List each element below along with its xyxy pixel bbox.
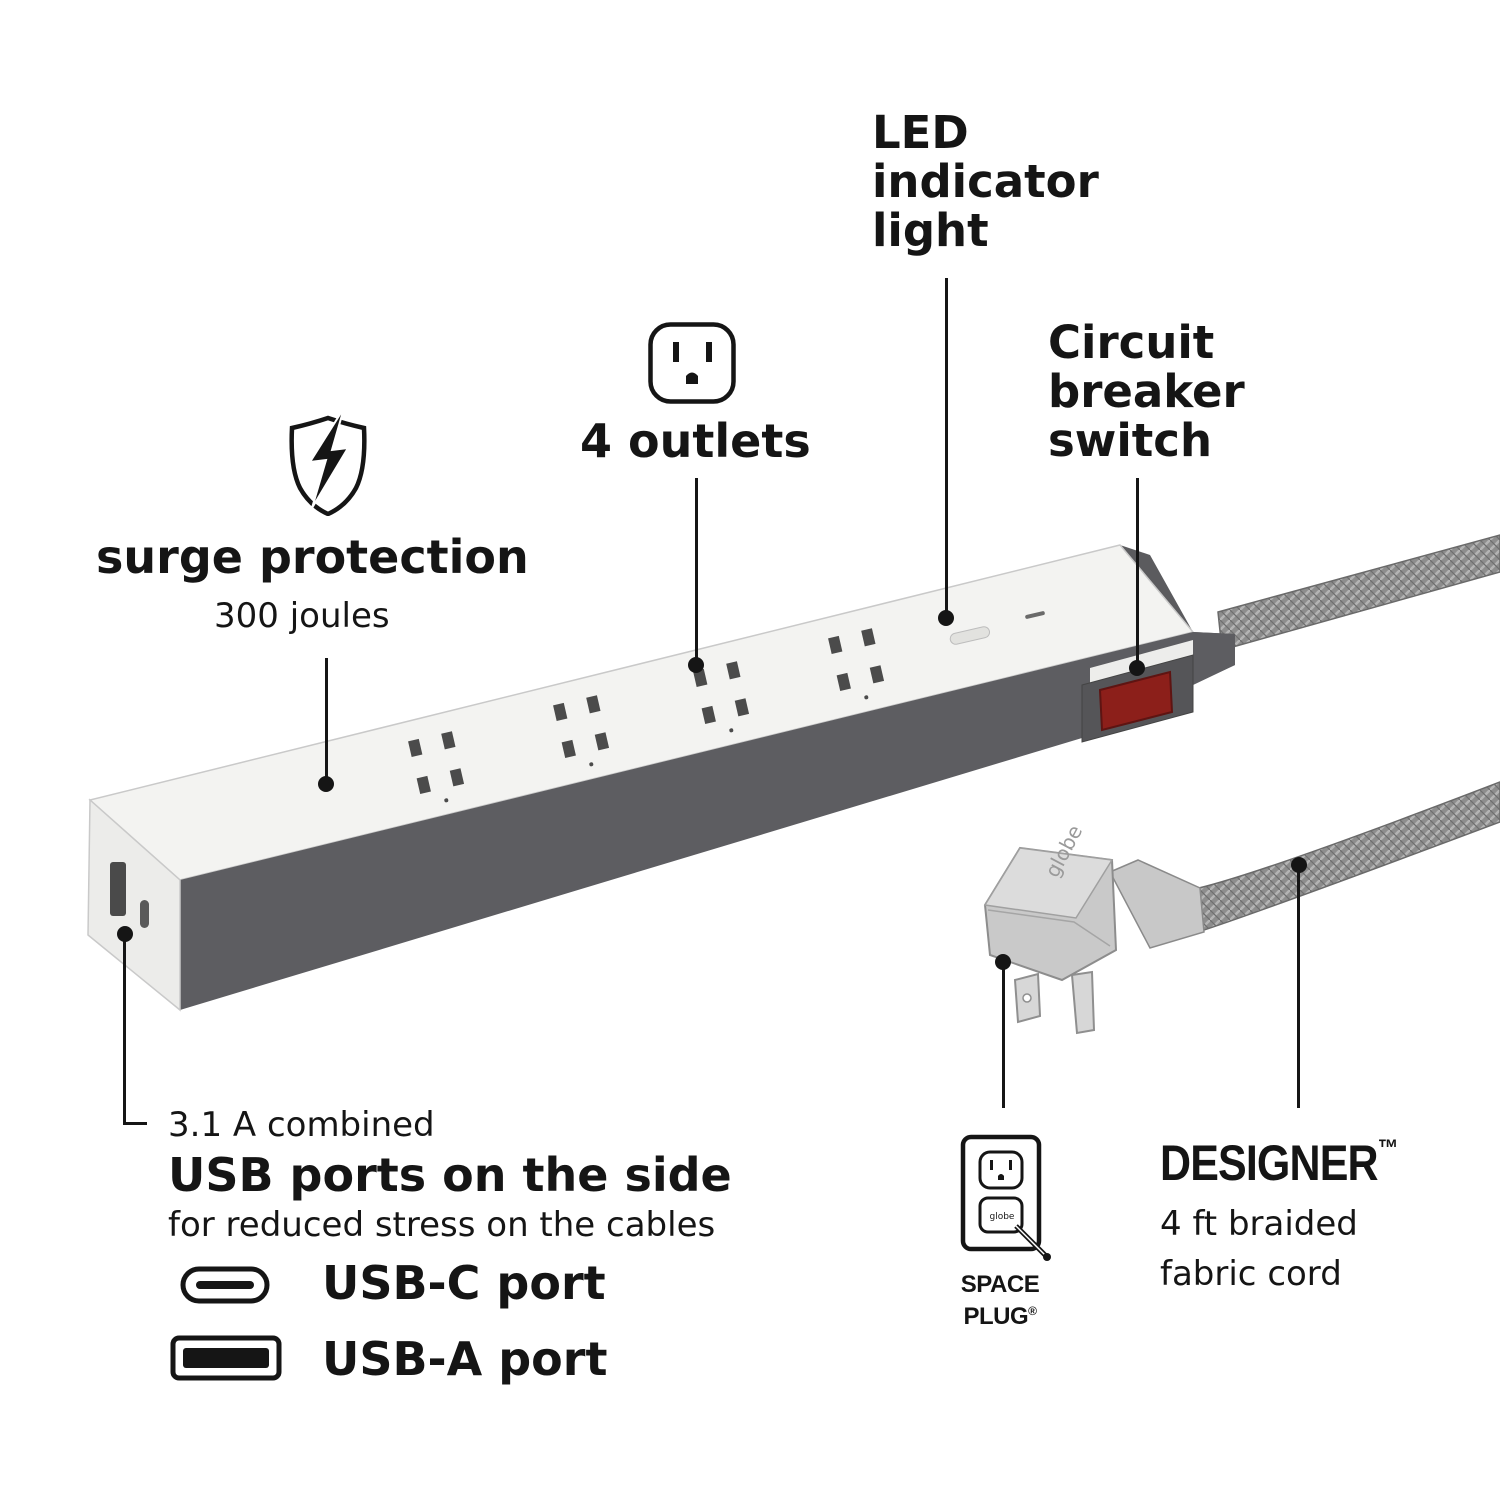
lower-cord bbox=[1189, 781, 1500, 933]
lightning-shield-icon bbox=[289, 408, 367, 516]
breaker-leader-line bbox=[1136, 478, 1139, 668]
space-plug-line2-wrap: PLUG® bbox=[940, 1298, 1060, 1330]
usb-detail: for reduced stress on the cables bbox=[168, 1205, 716, 1245]
usb-a-port-icon bbox=[170, 1335, 282, 1381]
usb-c-slot bbox=[140, 900, 149, 928]
strip-front-face bbox=[180, 632, 1235, 1010]
space-plug-plate-logo: globe bbox=[989, 1212, 1015, 1222]
breaker-title-line1: Circuit bbox=[1048, 316, 1215, 369]
usb-leader-dot bbox=[117, 926, 133, 942]
strip-outlets bbox=[408, 628, 885, 803]
led-leader-line bbox=[945, 278, 948, 618]
led-title-line3: light bbox=[872, 204, 989, 257]
space-plug-icon bbox=[960, 1134, 1051, 1261]
outlets-leader-line bbox=[695, 478, 698, 663]
space-plug-wordmark: SPACE PLUG® bbox=[940, 1272, 1060, 1330]
upper-cord bbox=[1217, 534, 1500, 651]
usb-c-label: USB-C port bbox=[322, 1256, 606, 1310]
usb-c-port-icon bbox=[180, 1266, 270, 1304]
surge-leader-line bbox=[325, 658, 328, 780]
led-title-line2: indicator bbox=[872, 155, 1099, 208]
space-plug-mark: ® bbox=[1028, 1304, 1037, 1318]
led-title-line1: LED bbox=[872, 106, 969, 159]
outlets-title: 4 outlets bbox=[580, 414, 811, 468]
small-slot bbox=[1025, 611, 1045, 619]
surge-leader-dot bbox=[318, 776, 334, 792]
cord-detail-line2: fabric cord bbox=[1160, 1254, 1342, 1294]
cord-detail-line1: 4 ft braided bbox=[1160, 1204, 1358, 1244]
led-leader-dot bbox=[938, 610, 954, 626]
surge-protection-title: surge protection bbox=[96, 530, 529, 584]
designer-brand: DESIGNER™ bbox=[1160, 1134, 1398, 1192]
surge-protection-detail: 300 joules bbox=[214, 596, 390, 636]
outlet-icon bbox=[648, 322, 736, 404]
usb-title: USB ports on the side bbox=[168, 1148, 732, 1202]
breaker-switch bbox=[1098, 670, 1174, 732]
outlets-leader-dot bbox=[688, 657, 704, 673]
spaceplug-leader-line bbox=[1002, 962, 1005, 1108]
cord-leader-line bbox=[1297, 868, 1300, 1108]
breaker-title-line3: switch bbox=[1048, 414, 1213, 467]
led-slot bbox=[949, 626, 991, 645]
breaker-leader-dot bbox=[1129, 660, 1145, 676]
usb-leader-line-horizontal bbox=[123, 1122, 147, 1125]
strip-left-end bbox=[87, 798, 181, 1012]
usb-leader-line-vertical bbox=[123, 938, 126, 1124]
usb-a-label: USB-A port bbox=[322, 1332, 608, 1386]
cord-leader-dot bbox=[1291, 857, 1307, 873]
cord-strain-relief bbox=[1108, 859, 1205, 949]
space-plug-line1: SPACE bbox=[960, 1271, 1040, 1298]
flat-plug bbox=[983, 846, 1118, 1035]
designer-brand-text: DESIGNER bbox=[1160, 1135, 1379, 1191]
usb-a-slot bbox=[110, 862, 126, 916]
designer-brand-mark: ™ bbox=[1377, 1135, 1399, 1163]
spaceplug-leader-dot bbox=[995, 954, 1011, 970]
breaker-title-line2: breaker bbox=[1048, 365, 1245, 418]
space-plug-line2: PLUG bbox=[963, 1303, 1029, 1330]
usb-spec: 3.1 A combined bbox=[168, 1105, 435, 1145]
